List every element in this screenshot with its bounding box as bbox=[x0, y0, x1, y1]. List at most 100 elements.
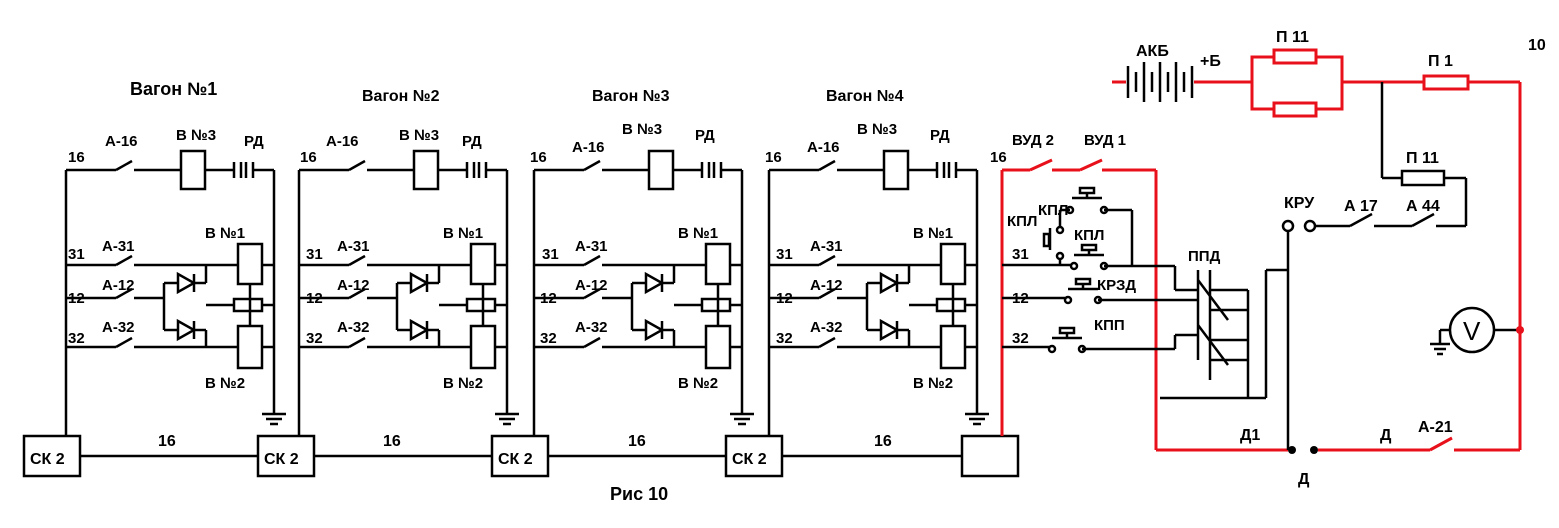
wire-16-label: 16 bbox=[530, 149, 547, 166]
terminal-box bbox=[960, 434, 1020, 478]
wire-16-label: 16 bbox=[300, 149, 317, 166]
coil-v2-label: В №2 bbox=[205, 375, 245, 392]
contact-a12-label: А-12 bbox=[810, 277, 843, 294]
d1-label: Д1 bbox=[1240, 427, 1260, 444]
fuse-p1 bbox=[1422, 74, 1470, 91]
coil-v1-label: В №1 bbox=[205, 225, 245, 242]
coil-v3-label: В №3 bbox=[857, 121, 897, 138]
kpl-top-label: КПЛ bbox=[1038, 202, 1068, 219]
wire-12-label: 12 bbox=[540, 290, 557, 307]
panel-wire-12-label: 12 bbox=[1012, 290, 1029, 307]
kru-terminal-right bbox=[1303, 219, 1317, 233]
sheet-number: 10 bbox=[1528, 37, 1546, 54]
wire-32-label: 32 bbox=[306, 330, 323, 347]
contact-a32-label: А-32 bbox=[102, 319, 135, 336]
d-bottom-label: Д bbox=[1298, 471, 1310, 488]
connector-sk2-2-label: СК 2 bbox=[264, 451, 299, 468]
contact-a31-label: А-31 bbox=[575, 238, 608, 255]
fuse-p1-label: П 1 bbox=[1428, 53, 1453, 70]
connector-sk2-4-label: СК 2 bbox=[732, 451, 767, 468]
panel-wire-16-label: 16 bbox=[990, 149, 1007, 166]
wagon-3-labels: 16 А-16 В №3 РД 31 А-31 В №1 12 А-12 32 … bbox=[530, 121, 718, 392]
wire-12-label: 12 bbox=[306, 290, 323, 307]
coil-v3-label: В №3 bbox=[622, 121, 662, 138]
contact-a31-label: А-31 bbox=[337, 238, 370, 255]
coil-v1-label: В №1 bbox=[678, 225, 718, 242]
wagon-label-2: Вагон №2 bbox=[362, 88, 440, 105]
krzd-label: КРЗД bbox=[1097, 277, 1136, 294]
bus-wire-16-label-1: 16 bbox=[158, 433, 176, 450]
contact-a32-label: А-32 bbox=[810, 319, 843, 336]
contact-a31-label: А-31 bbox=[810, 238, 843, 255]
coil-v3-label: В №3 bbox=[399, 127, 439, 144]
contact-a32-label: А-32 bbox=[575, 319, 608, 336]
wagon-label-3: Вагон №3 bbox=[592, 88, 670, 105]
wire-12-label: 12 bbox=[776, 290, 793, 307]
kpl-left-label: КПЛ bbox=[1007, 213, 1037, 230]
wire-31-label: 31 bbox=[306, 246, 323, 263]
wire-12-label: 12 bbox=[68, 290, 85, 307]
contact-a31-label: А-31 bbox=[102, 238, 135, 255]
wagon-label-1: Вагон №1 bbox=[130, 79, 217, 99]
connector-sk2-2 bbox=[256, 434, 316, 478]
connector-sk2-4 bbox=[724, 434, 784, 478]
fuse-p11-top-label: П 11 bbox=[1276, 29, 1309, 46]
fuse-p11-top bbox=[1272, 48, 1318, 65]
wire-16-label: 16 bbox=[68, 149, 85, 166]
battery-label: АКБ bbox=[1136, 43, 1169, 60]
wire-31-label: 31 bbox=[542, 246, 559, 263]
a21-label: А-21 bbox=[1418, 419, 1453, 436]
wire-31-label: 31 bbox=[776, 246, 793, 263]
relay-rd-label: РД bbox=[695, 127, 715, 144]
connector-sk2-1-label: СК 2 bbox=[30, 451, 65, 468]
coil-v2-label: В №2 bbox=[913, 375, 953, 392]
coil-v1-label: В №1 bbox=[443, 225, 483, 242]
wagon-2 bbox=[297, 149, 521, 439]
wagon-1 bbox=[64, 149, 288, 439]
vud2-label: ВУД 2 bbox=[1012, 132, 1054, 149]
relay-rd-label: РД bbox=[244, 133, 264, 150]
contact-a12-label: А-12 bbox=[575, 277, 608, 294]
bus-wire-16-label-4: 16 bbox=[874, 433, 892, 450]
coil-v2-label: В №2 bbox=[443, 375, 483, 392]
kru-terminal-left bbox=[1281, 219, 1295, 233]
wagon-1-labels: 16 А-16 В №3 РД 31 А-31 В №1 12 А-12 32 … bbox=[68, 127, 264, 392]
battery-icon bbox=[1126, 62, 1194, 102]
ppd-label: ППД bbox=[1188, 248, 1221, 265]
voltmeter-label: V bbox=[1463, 316, 1481, 346]
d-terminal-left bbox=[1288, 446, 1296, 454]
d-wire-label: Д bbox=[1380, 427, 1392, 444]
a44-label: А 44 bbox=[1406, 198, 1440, 215]
power-circuit: АКБ +Б П 11 П 1 10 П 11 КРУ А 17 А 44 bbox=[1112, 29, 1546, 488]
contact-a16-label: А-16 bbox=[572, 139, 605, 156]
figure-caption: Рис 10 bbox=[610, 484, 668, 504]
wire-32-label: 32 bbox=[68, 330, 85, 347]
coil-v2-label: В №2 bbox=[678, 375, 718, 392]
contact-a12-label: А-12 bbox=[337, 277, 370, 294]
coil-v1-label: В №1 bbox=[913, 225, 953, 242]
connector-sk2-1 bbox=[22, 434, 82, 478]
contact-a32-label: А-32 bbox=[337, 319, 370, 336]
wagon-3 bbox=[532, 149, 756, 439]
wire-32-label: 32 bbox=[776, 330, 793, 347]
vud1-label: ВУД 1 bbox=[1084, 132, 1126, 149]
control-panel: 16 ВУД 2 ВУД 1 КПЛ КПЛ КПЛ 31 bbox=[990, 132, 1290, 452]
a17-label: А 17 bbox=[1344, 198, 1378, 215]
bus-wire-16-label-3: 16 bbox=[628, 433, 646, 450]
fuse-p11-bottom bbox=[1272, 101, 1318, 118]
contact-a16-label: А-16 bbox=[326, 133, 359, 150]
fuse-p11-mid bbox=[1400, 169, 1446, 187]
kpp-label: КПП bbox=[1094, 317, 1125, 334]
wagon-label-4: Вагон №4 bbox=[826, 88, 904, 105]
panel-wire-32-label: 32 bbox=[1012, 330, 1029, 347]
kpl-mid-label: КПЛ bbox=[1074, 227, 1104, 244]
d-terminal-right bbox=[1310, 446, 1318, 454]
panel-wire-31-label: 31 bbox=[1012, 246, 1029, 263]
contact-a16-label: А-16 bbox=[807, 139, 840, 156]
wagon-4-labels: 16 А-16 В №3 РД 31 А-31 В №1 12 А-12 32 … bbox=[765, 121, 953, 392]
bottom-bus: СК 2 СК 2 СК 2 СК 2 16 16 16 16 bbox=[22, 433, 1020, 478]
fuse-p11-mid-label: П 11 bbox=[1406, 150, 1439, 167]
plus-b-label: +Б bbox=[1200, 53, 1221, 70]
relay-rd-label: РД bbox=[930, 127, 950, 144]
